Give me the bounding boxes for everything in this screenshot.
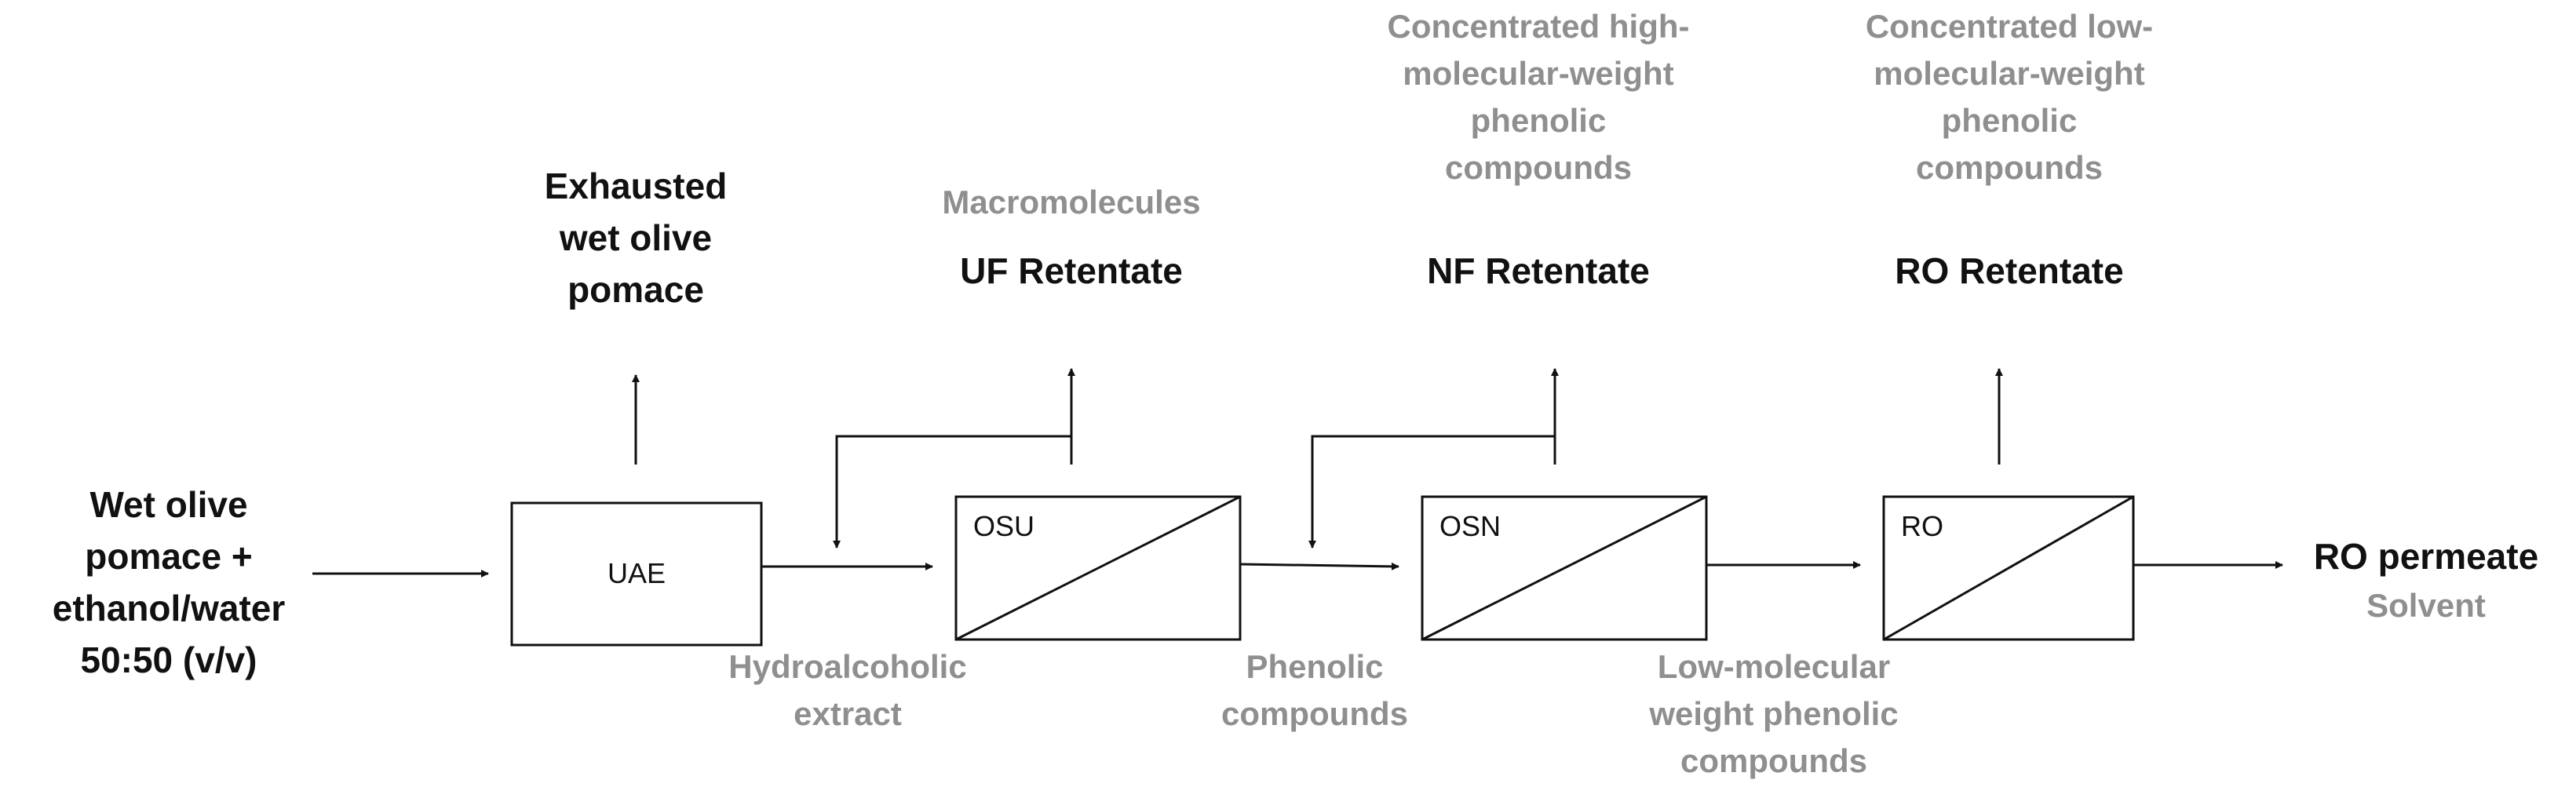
osn-label: OSN [1439, 510, 1501, 542]
solvent-label: Solvent [2366, 587, 2486, 624]
nf-retentate-description: Concentrated high- molecular-weight phen… [1387, 8, 1690, 186]
low-mw-phenolic-label: Low-molecular weight phenolic compounds [1649, 648, 1899, 779]
feed-label: Wet olive pomace + ethanol/water 50:50 (… [52, 484, 286, 680]
ro-unit-box [1882, 495, 2135, 641]
exhausted-pomace-label: Exhausted wet olive pomace [544, 166, 728, 310]
uae-unit-box [510, 501, 763, 647]
osu-recycle-loop [833, 435, 1071, 548]
osu-membrane-line [955, 495, 1241, 641]
osn-membrane-line [1421, 495, 1707, 641]
ro-membrane-line [1883, 495, 2134, 641]
macromolecules-label: Macromolecules [942, 184, 1201, 220]
uf-retentate-label: UF Retentate [960, 250, 1183, 291]
osu-unit-box [954, 495, 1242, 641]
osn-recycle-loop [1308, 435, 1555, 548]
ro-permeate-label: RO permeate [2313, 536, 2539, 577]
nf-retentate-label: NF Retentate [1427, 250, 1650, 291]
uae-label: UAE [607, 557, 666, 589]
osu-to-osn-arrow [1239, 562, 1399, 570]
hydroalcoholic-extract-label: Hydroalcoholic extract [728, 648, 967, 732]
osu-label: OSU [973, 510, 1035, 542]
phenolic-compounds-label: Phenolic compounds [1221, 648, 1408, 732]
ro-label: RO [1901, 510, 1943, 542]
ro-retentate-label: RO Retentate [1895, 250, 2124, 291]
osn-unit-box [1421, 495, 1708, 641]
ro-retentate-description: Concentrated low- molecular-weight pheno… [1865, 8, 2154, 186]
